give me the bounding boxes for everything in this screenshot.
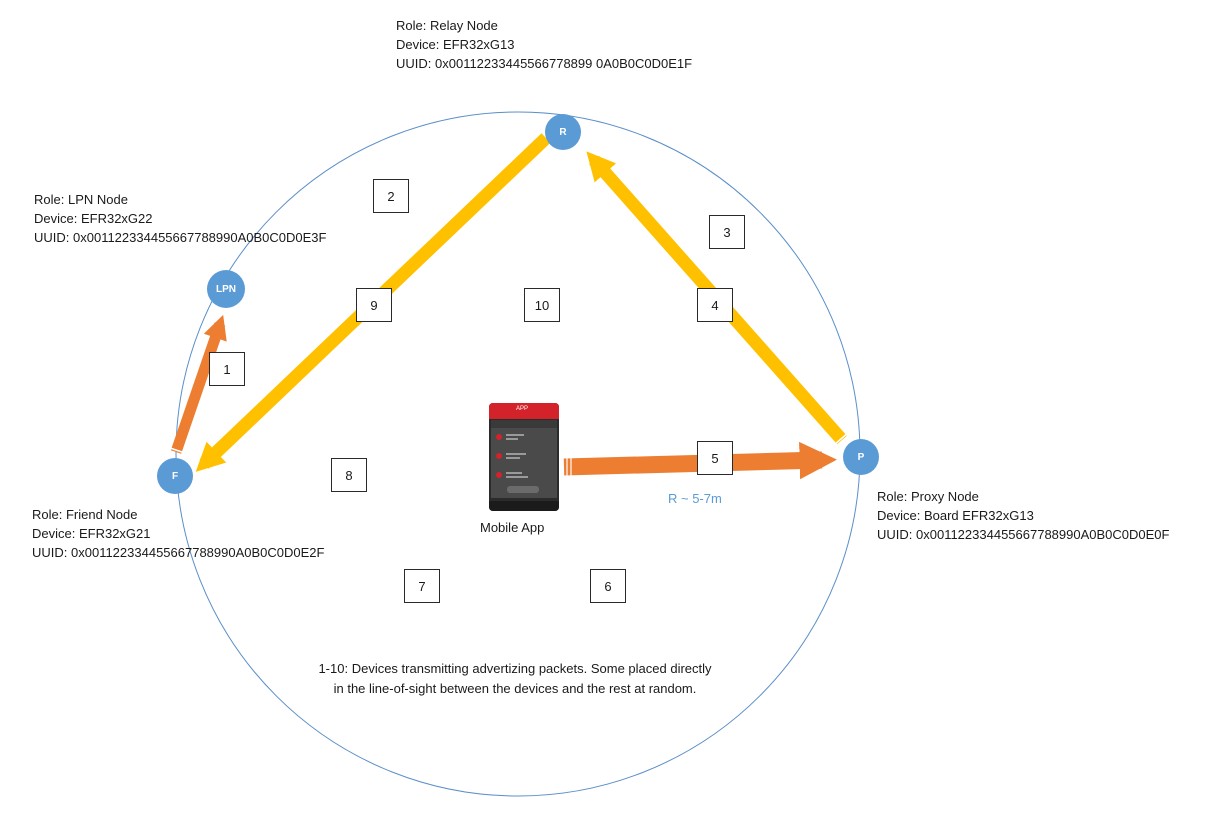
relay-role: Role: Relay Node bbox=[396, 18, 498, 33]
arrow-mobile-to-proxy bbox=[563, 441, 837, 480]
arrow-friend-to-lpn bbox=[170, 314, 227, 454]
device-box-5: 5 bbox=[697, 441, 733, 475]
legend-note: 1-10: Devices transmitting advertizing p… bbox=[318, 661, 712, 696]
device-box-7: 7 bbox=[404, 569, 440, 603]
device-box-8: 8 bbox=[331, 458, 367, 492]
device-box-4: 4 bbox=[697, 288, 733, 322]
device-box-1: 1 bbox=[209, 352, 245, 386]
relay-uuid: UUID: 0x00112233445566778899 0A0B0C0D0E1… bbox=[396, 56, 693, 71]
lpn-role: Role: LPN Node bbox=[34, 192, 128, 207]
friend-role: Role: Friend Node bbox=[32, 507, 138, 522]
relay-device: Device: EFR32xG13 bbox=[396, 37, 515, 52]
proxy-node: P bbox=[843, 439, 879, 475]
relay-node-info: Role: Relay Node Device: EFR32xG13 UUID:… bbox=[396, 16, 692, 73]
lpn-node-info: Role: LPN Node Device: EFR32xG22 UUID: 0… bbox=[34, 190, 326, 247]
lpn-uuid: UUID: 0x001122334455667788990A0B0C0D0E3F bbox=[34, 230, 327, 245]
device-box-3: 3 bbox=[709, 215, 745, 249]
mobile-app-label: Mobile App bbox=[480, 520, 545, 535]
device-box-2: 2 bbox=[373, 179, 409, 213]
range-label: R ~ 5-7m bbox=[668, 491, 722, 506]
device-box-9: 9 bbox=[356, 288, 392, 322]
friend-node-info: Role: Friend Node Device: EFR32xG21 UUID… bbox=[32, 505, 324, 562]
friend-node: F bbox=[157, 458, 193, 494]
relay-node: R bbox=[545, 114, 581, 150]
proxy-node-info: Role: Proxy Node Device: Board EFR32xG13… bbox=[877, 487, 1169, 544]
device-box-6: 6 bbox=[590, 569, 626, 603]
device-box-10: 10 bbox=[524, 288, 560, 322]
lpn-device: Device: EFR32xG22 bbox=[34, 211, 153, 226]
arrow-tail-mark bbox=[169, 447, 183, 453]
friend-uuid: UUID: 0x001122334455667788990A0B0C0D0E2F bbox=[32, 545, 325, 560]
lpn-node: LPN bbox=[207, 270, 245, 308]
friend-device: Device: EFR32xG21 bbox=[32, 526, 151, 541]
proxy-uuid: UUID: 0x001122334455667788990A0B0C0D0E0F bbox=[877, 527, 1170, 542]
proxy-role: Role: Proxy Node bbox=[877, 489, 979, 504]
proxy-device: Device: Board EFR32xG13 bbox=[877, 508, 1034, 523]
mobile-app-phone: APP bbox=[489, 403, 559, 511]
